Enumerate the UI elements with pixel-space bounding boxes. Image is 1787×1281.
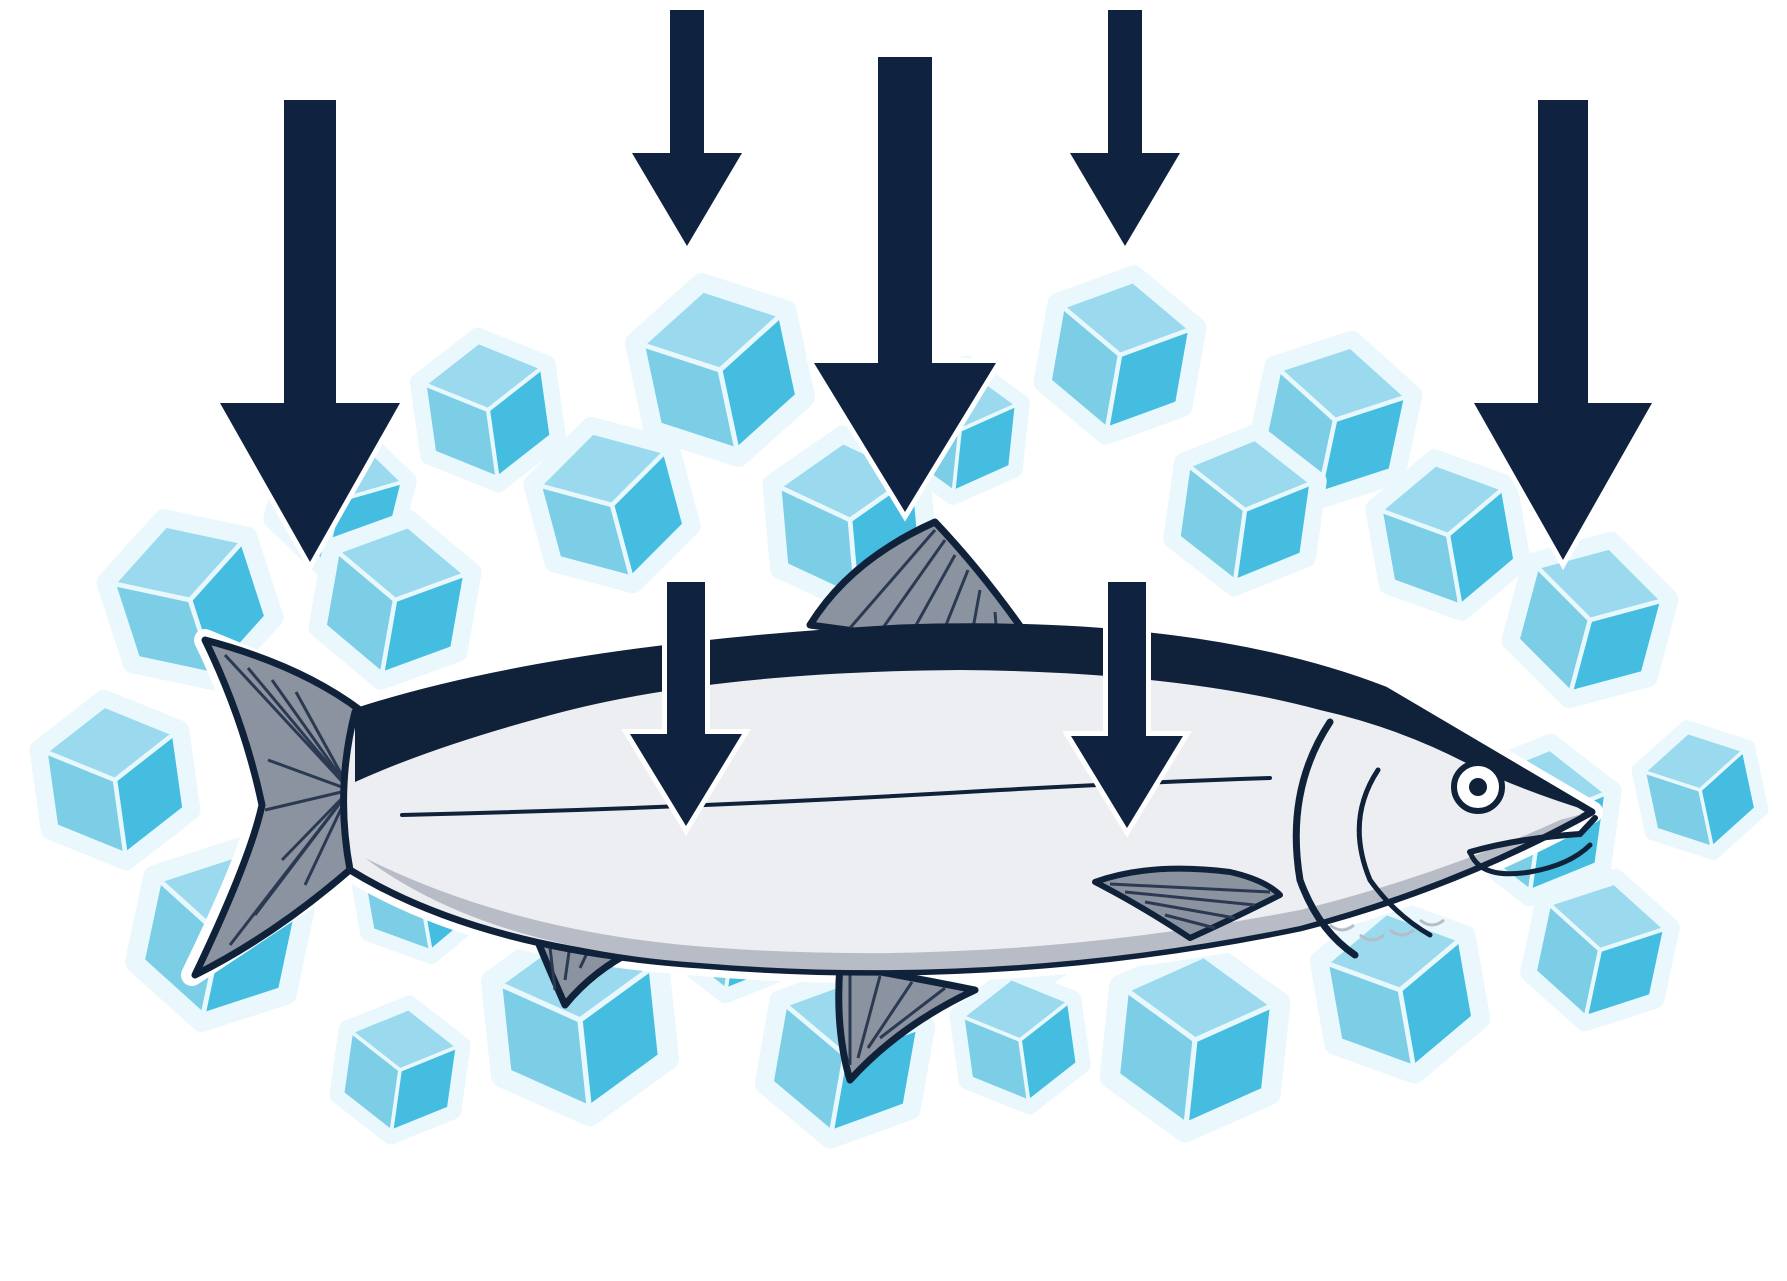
lateral-line (400, 776, 1272, 817)
down-arrow-icon (1061, 5, 1189, 256)
pelvic-fin (835, 961, 979, 1084)
fish-head (1292, 718, 1598, 959)
down-arrow-icon (211, 95, 409, 573)
pressure-arrows (211, 5, 1661, 838)
down-arrow-icon (1062, 577, 1192, 838)
dorsal-fin (806, 518, 1044, 659)
down-arrow-icon (805, 52, 1005, 522)
down-arrow-icon (621, 577, 751, 836)
fish-back-highlight (436, 695, 1304, 764)
down-arrow-icon (1465, 95, 1661, 571)
tail-fin (191, 636, 364, 979)
pectoral-fin (1092, 865, 1283, 941)
down-arrow-icon (623, 5, 751, 256)
